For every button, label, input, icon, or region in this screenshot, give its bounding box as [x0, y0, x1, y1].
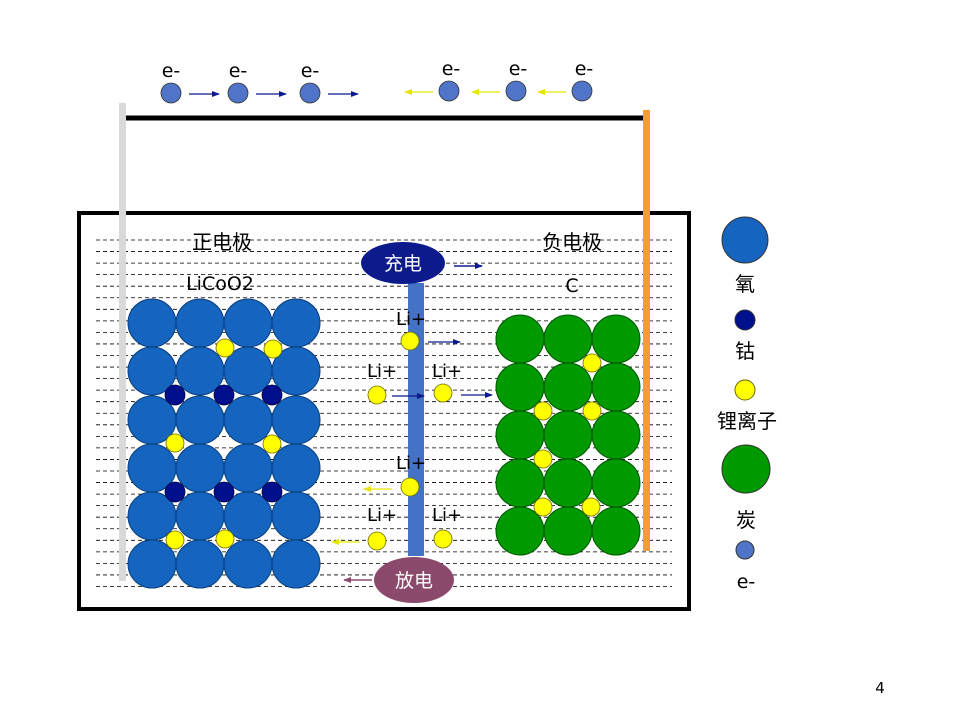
- negative-electrode-formula: C: [565, 275, 578, 297]
- carbon-atom: [495, 314, 545, 364]
- legend-oxygen-label: 氧: [735, 272, 755, 296]
- negative-lead: [643, 110, 650, 551]
- electron-label: e-: [575, 58, 594, 80]
- oxygen-atom: [175, 539, 225, 589]
- li-ion-label: Li+: [396, 453, 426, 474]
- carbon-atom: [543, 410, 593, 460]
- cobalt-atom: [213, 384, 235, 406]
- lithium-ion: [533, 497, 553, 517]
- electron-label: e-: [509, 58, 528, 80]
- negative-electrode-title: 负电极: [542, 230, 602, 254]
- carbon-atom: [543, 362, 593, 412]
- carbon-atom: [591, 314, 641, 364]
- legend-carbon-label: 炭: [736, 508, 756, 532]
- legend: 氧 钴 锂离子 炭 e-: [717, 216, 777, 593]
- carbon-atom: [543, 314, 593, 364]
- lithium-ion: [215, 338, 235, 358]
- electron: [571, 80, 593, 102]
- page-number: 4: [875, 679, 885, 697]
- lithium-ion: [263, 339, 283, 359]
- lithium-ion: [581, 497, 601, 517]
- oxygen-atom: [175, 298, 225, 348]
- carbon-atom: [495, 362, 545, 412]
- legend-carbon-swatch: [721, 444, 771, 494]
- carbon-atom: [591, 506, 641, 556]
- li-ion: [400, 477, 420, 497]
- electron-label: e-: [442, 58, 461, 80]
- positive-lead: [119, 103, 126, 581]
- li-ion-label: Li+: [432, 361, 462, 382]
- positive-electrode-formula: LiCoO2: [186, 273, 254, 295]
- electron: [438, 80, 460, 102]
- li-ion: [367, 531, 387, 551]
- electron: [505, 80, 527, 102]
- electron-flow: e-e-e-e-e-e-: [160, 58, 594, 104]
- oxygen-atom: [223, 395, 273, 445]
- carbon-atom: [495, 458, 545, 508]
- legend-electron-swatch: [735, 540, 755, 560]
- electron: [299, 82, 321, 104]
- oxygen-atom: [271, 395, 321, 445]
- charge-bubble: [361, 242, 445, 284]
- lithium-ion: [533, 401, 553, 421]
- oxygen-atom: [271, 298, 321, 348]
- lithium-ion: [582, 401, 602, 421]
- lithium-ion: [262, 434, 282, 454]
- oxygen-atom: [127, 539, 177, 589]
- cobalt-atom: [164, 481, 186, 503]
- electron-label: e-: [229, 60, 248, 82]
- li-ion: [367, 385, 387, 405]
- oxygen-atom: [127, 298, 177, 348]
- li-ion-label: Li+: [396, 309, 426, 330]
- li-ion: [433, 383, 453, 403]
- li-ion-label: Li+: [367, 505, 397, 526]
- li-ion: [433, 529, 453, 549]
- li-ion-label: Li+: [367, 361, 397, 382]
- carbon-atom: [543, 458, 593, 508]
- charge-label: 充电: [384, 253, 422, 275]
- lithium-ions-electrolyte: Li+ Li+ Li+ Li+ Li+ Li+: [331, 309, 493, 551]
- discharge-label: 放电: [395, 570, 433, 592]
- lithium-ion: [582, 353, 602, 373]
- carbon-atom: [591, 362, 641, 412]
- legend-oxygen-swatch: [721, 216, 769, 264]
- legend-lithium-swatch: [734, 379, 756, 401]
- cobalt-atom: [164, 384, 186, 406]
- electron-label: e-: [162, 60, 181, 82]
- oxygen-atom: [223, 539, 273, 589]
- electron-label: e-: [301, 60, 320, 82]
- oxygen-atom: [271, 346, 321, 396]
- electron: [160, 82, 182, 104]
- cobalt-atom: [261, 481, 283, 503]
- lithium-ion: [533, 449, 553, 469]
- lithium-ion: [165, 433, 185, 453]
- positive-electrode-lattice: [127, 298, 321, 589]
- legend-electron-label: e-: [737, 571, 756, 593]
- positive-electrode-title: 正电极: [192, 230, 252, 254]
- cobalt-atom: [213, 481, 235, 503]
- carbon-atom: [495, 410, 545, 460]
- cobalt-atom: [261, 384, 283, 406]
- discharge-bubble: [374, 557, 454, 603]
- carbon-atom: [495, 506, 545, 556]
- oxygen-atom: [175, 395, 225, 445]
- carbon-atom: [591, 410, 641, 460]
- legend-cobalt-label: 钴: [735, 339, 755, 363]
- oxygen-atom: [271, 539, 321, 589]
- li-ion-label: Li+: [432, 505, 462, 526]
- li-ion: [400, 331, 420, 351]
- electron: [227, 82, 249, 104]
- lithium-ion: [165, 530, 185, 550]
- legend-cobalt-swatch: [734, 309, 756, 331]
- carbon-atom: [591, 458, 641, 508]
- oxygen-atom: [223, 298, 273, 348]
- carbon-atom: [543, 506, 593, 556]
- battery-container: [77, 211, 691, 611]
- lithium-ion: [215, 529, 235, 549]
- legend-lithium-label: 锂离子: [717, 409, 777, 433]
- negative-electrode-lattice: [495, 314, 641, 556]
